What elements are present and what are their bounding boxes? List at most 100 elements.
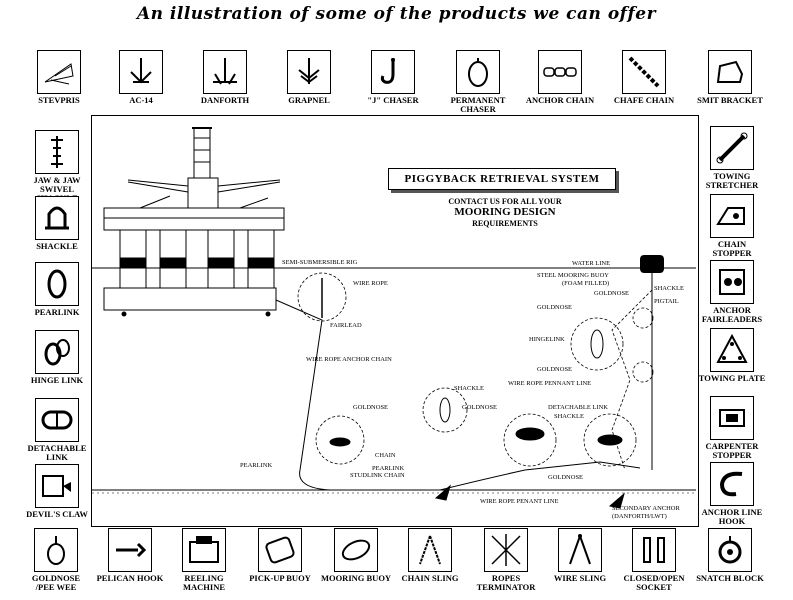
product-tile-top-0 — [37, 50, 81, 94]
label-steel-buoy: STEEL MOORING BUOY — [537, 272, 609, 279]
product-tile-right-5 — [710, 462, 754, 506]
label-water-line: WATER LINE — [572, 260, 611, 267]
product-label-right-5: ANCHOR LINE HOOK — [701, 507, 763, 526]
label-pearlink-2: PEARLINK — [372, 465, 405, 472]
product-label-bottom-0: GOLDNOSE /PEE WEE — [31, 573, 81, 592]
goldnose-icon — [47, 536, 65, 565]
product-label-left-1: SHACKLE — [36, 241, 78, 251]
product-label-right-1: CHAIN STOPPER — [712, 239, 752, 258]
product-tile-bottom-7 — [558, 528, 602, 572]
socket-icon — [643, 537, 665, 563]
diagram-heading: PIGGYBACK RETRIEVAL SYSTEM — [388, 168, 616, 190]
product-tile-top-8 — [708, 50, 752, 94]
product-label-left-3: HINGE LINK — [30, 375, 84, 385]
label-goldnose-3: GOLDNOSE — [353, 404, 389, 411]
contact-block: CONTACT US FOR ALL YOUR MOORING DESIGN R… — [400, 196, 610, 229]
label-wire-rope: WIRE ROPE — [353, 280, 388, 287]
pickup-buoy-icon — [265, 536, 295, 564]
chain-stopper-icon — [716, 207, 745, 225]
product-tile-bottom-2 — [182, 528, 226, 572]
product-tile-right-1 — [710, 194, 754, 238]
label-chain: CHAIN — [375, 452, 396, 459]
product-label-top-1: AC-14 — [129, 95, 153, 105]
ropes-terminator-icon — [491, 534, 521, 566]
detachable-link-icon — [41, 410, 73, 430]
detail-circles — [315, 307, 654, 467]
label-shackle-2: SHACKLE — [554, 413, 584, 420]
product-label-top-3: GRAPNEL — [288, 95, 330, 105]
grapnel-icon — [298, 58, 320, 84]
label-hingelink: HINGELINK — [529, 336, 565, 343]
semi-submersible-rig — [103, 127, 285, 317]
product-tile-bottom-9 — [708, 528, 752, 572]
product-tile-right-2 — [710, 260, 754, 304]
product-tile-bottom-1 — [108, 528, 152, 572]
diagram-frame — [91, 115, 699, 527]
label-pigtail: PIGTAIL — [654, 298, 679, 305]
product-label-top-2: DANFORTH — [200, 95, 250, 105]
product-label-bottom-4: MOORING BUOY — [320, 573, 392, 583]
product-label-right-3: TOWING PLATE — [698, 373, 766, 383]
pearlink-icon — [47, 269, 67, 299]
product-label-right-4: CARPENTER STOPPER — [705, 441, 759, 460]
shackle-icon — [45, 206, 69, 230]
label-detachable-link: DETACHABLE LINK — [548, 404, 608, 411]
wire-sling-icon — [569, 534, 591, 565]
product-tile-right-0 — [710, 126, 754, 170]
smit-bracket-icon — [716, 60, 744, 83]
product-tile-left-3 — [35, 330, 79, 374]
product-label-bottom-8: CLOSED/OPEN SOCKET — [623, 573, 685, 592]
carpenter-stopper-icon — [719, 409, 745, 427]
jaw-swivel-shackle-icon — [51, 136, 63, 168]
hinge-link-icon — [44, 339, 70, 366]
product-tile-top-4 — [371, 50, 415, 94]
product-tile-left-5 — [35, 464, 79, 508]
towing-stretcher-icon — [716, 132, 748, 164]
product-tile-bottom-0 — [34, 528, 78, 572]
chafe-chain-icon — [628, 56, 660, 88]
product-label-left-5: DEVIL'S CLAW — [26, 509, 88, 519]
product-tile-bottom-5 — [408, 528, 452, 572]
product-tile-left-4 — [35, 398, 79, 442]
label-pearlink-1: PEARLINK — [240, 462, 273, 469]
mooring-buoy-icon — [341, 539, 371, 561]
product-tile-top-1 — [119, 50, 163, 94]
contact-line-3: REQUIREMENTS — [472, 219, 538, 228]
product-tile-top-5 — [456, 50, 500, 94]
product-label-top-7: CHAFE CHAIN — [613, 95, 675, 105]
anchor-chain-icon — [543, 67, 577, 77]
product-label-bottom-1: PELICAN HOOK — [96, 573, 164, 583]
label-danforth-lwt: (DANFORTH/LWT) — [612, 513, 667, 520]
danforth-anchor-icon — [213, 58, 237, 85]
product-label-bottom-2: REELING MACHINE — [182, 573, 226, 592]
label-goldnose-buoy: GOLDNOSE — [594, 290, 630, 297]
label-semi-sub: SEMI-SUBMERSIBLE RIG — [282, 259, 358, 266]
label-goldnose-5: GOLDNOSE — [548, 474, 584, 481]
reeling-machine-icon — [189, 536, 219, 563]
product-label-bottom-3: PICK-UP BUOY — [249, 573, 311, 583]
product-label-bottom-5: CHAIN SLING — [401, 573, 459, 583]
chain-sling-icon — [419, 535, 441, 565]
product-tile-top-2 — [203, 50, 247, 94]
product-tile-bottom-3 — [258, 528, 302, 572]
j-chaser-icon — [380, 58, 395, 84]
label-secondary-anchor: SECONDARY ANCHOR — [612, 505, 680, 512]
product-label-top-8: SMIT BRACKET — [697, 95, 763, 105]
product-tile-top-7 — [622, 50, 666, 94]
product-tile-right-3 — [710, 328, 754, 372]
anchor-fairleader-icon — [719, 269, 745, 295]
snatch-block-icon — [718, 536, 742, 564]
page-title: An illustration of some of the products … — [136, 4, 657, 24]
contact-line-2: MOORING DESIGN — [454, 206, 556, 218]
label-goldnose-4: GOLDNOSE — [462, 404, 498, 411]
product-label-bottom-9: SNATCH BLOCK — [696, 573, 764, 583]
label-wire-rope-penant-line: WIRE ROPE PENANT LINE — [480, 498, 559, 505]
devils-claw-icon — [42, 475, 71, 497]
product-label-top-0: STEVPRIS — [38, 95, 80, 105]
steel-buoy — [640, 255, 664, 273]
product-label-top-5: PERMANENT CHASER — [450, 95, 506, 114]
product-label-top-6: ANCHOR CHAIN — [525, 95, 595, 105]
product-label-left-4: DETACHABLE LINK — [27, 443, 87, 462]
